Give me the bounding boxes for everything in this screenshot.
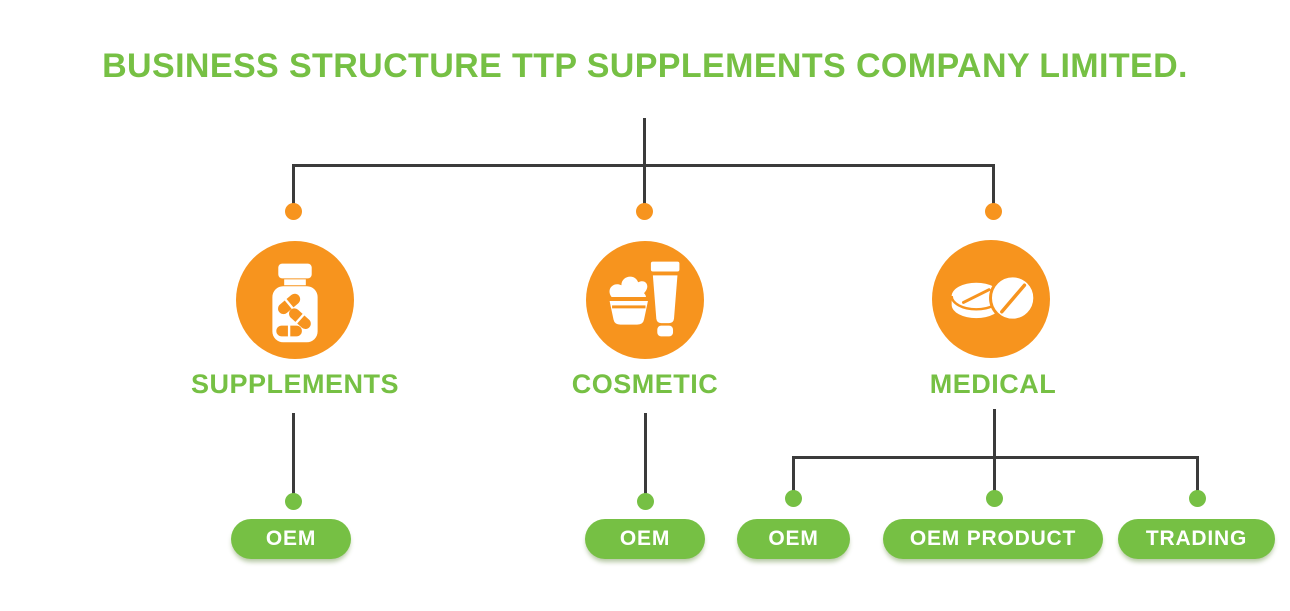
child-dot-cosmetic-oem — [637, 493, 654, 510]
branch-label-supplements: SUPPLEMENTS — [190, 369, 400, 399]
connector-cosmetic-child — [644, 413, 647, 495]
child-dot-medical-trading — [1189, 490, 1206, 507]
branch-label-cosmetic: COSMETIC — [571, 369, 719, 399]
branch-dot-supplements — [285, 203, 302, 220]
cosmetics-jar-tube-icon — [586, 241, 704, 359]
branch-node-supplements — [236, 241, 354, 359]
child-dot-supplements-oem — [285, 493, 302, 510]
child-dot-medical-oem-product — [986, 490, 1003, 507]
connector-root-horizontal — [292, 164, 995, 167]
branch-dot-medical — [985, 203, 1002, 220]
branch-dot-cosmetic — [636, 203, 653, 220]
leaf-pill-cosmetic-oem: OEM — [585, 519, 705, 559]
connector-medical-drop-oem-product — [993, 456, 996, 492]
leaf-pill-medical-trading: TRADING — [1118, 519, 1275, 559]
connector-medical-drop-trading — [1196, 456, 1199, 492]
connector-supplements-child — [292, 413, 295, 495]
leaf-pill-medical-oem: OEM — [737, 519, 850, 559]
connector-medical-stem — [993, 409, 996, 459]
leaf-pill-supplements-oem: OEM — [231, 519, 351, 559]
branch-node-cosmetic — [586, 241, 704, 359]
connector-drop-supplements — [292, 164, 295, 204]
connector-drop-medical — [992, 164, 995, 204]
branch-label-medical: MEDICAL — [929, 369, 1057, 399]
connector-root-stem — [643, 118, 646, 204]
branch-node-medical — [932, 240, 1050, 358]
child-dot-medical-oem — [785, 490, 802, 507]
page-title: BUSINESS STRUCTURE TTP SUPPLEMENTS COMPA… — [102, 47, 1188, 85]
leaf-pill-medical-oem-product: OEM PRODUCT — [883, 519, 1103, 559]
tablets-icon — [932, 240, 1050, 358]
pill-bottle-icon — [236, 241, 354, 359]
connector-medical-drop-oem — [792, 456, 795, 492]
